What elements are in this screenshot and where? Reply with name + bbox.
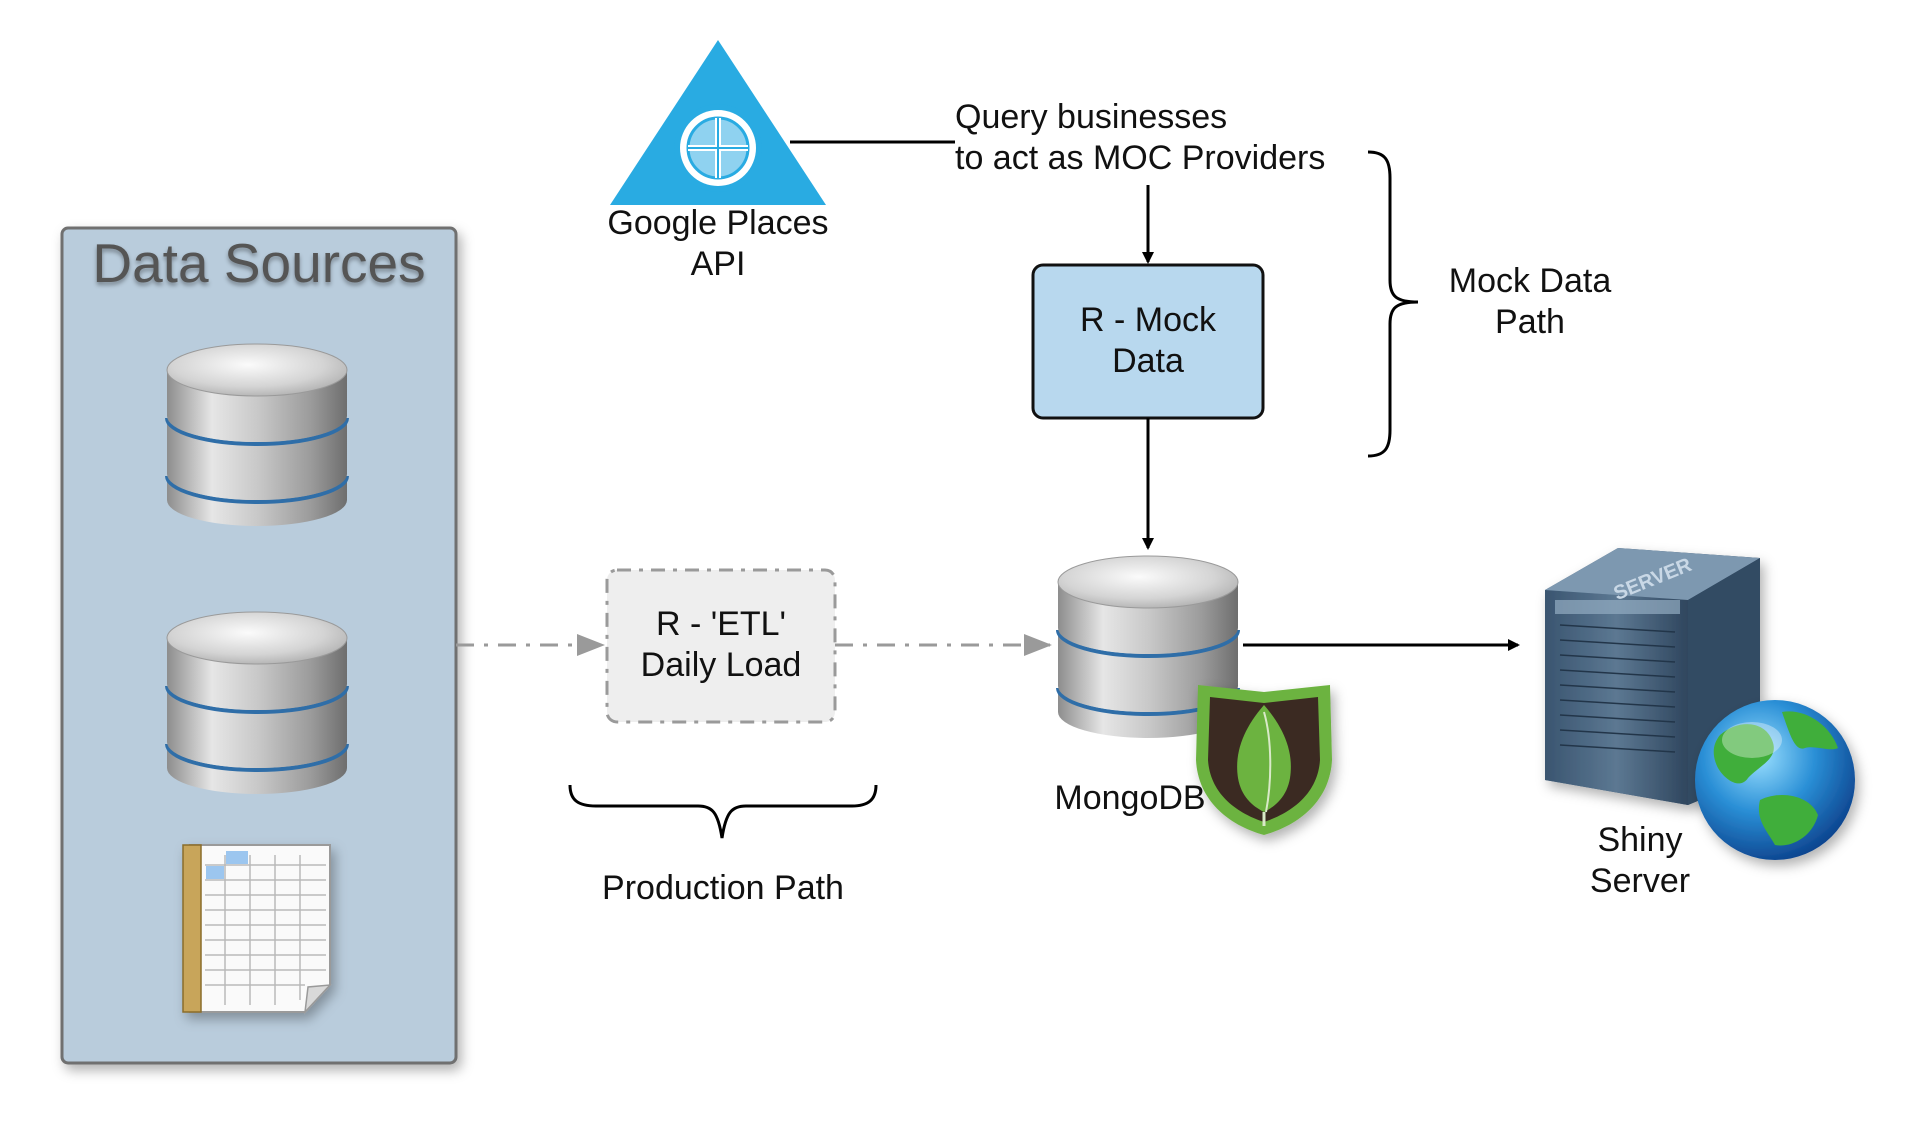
database-icon [165,342,349,528]
mongodb-leaf-icon [1196,685,1332,835]
mock-data-line2: Data [1112,342,1184,380]
database-icon [165,610,349,796]
server-icon [1545,548,1760,805]
etl-line2: Daily Load [640,646,802,684]
etl-box[interactable] [605,568,837,724]
globe-icon [1695,700,1855,860]
mock-data-path-line1: Mock Data [1448,262,1612,300]
mock-path-brace [1367,150,1419,458]
google-places-label: Google Places API [590,203,846,285]
google-places-icon [610,40,826,205]
production-path-label: Production Path [602,869,844,907]
production-path-brace [568,784,878,839]
shiny-server-line1: Shiny [1597,821,1683,859]
shiny-server-line2: Server [1589,862,1691,900]
mock-data-line1: R - Mock [1080,301,1216,339]
query-note-line2: to act as MOC Providers [955,139,1326,177]
query-note-line1: Query businesses [955,98,1228,136]
google-places-label-line2: API [690,245,746,283]
mock-data-box-label: R - Mock Data [1033,300,1263,382]
google-places-label-line1: Google Places [607,204,829,242]
etl-box-label: R - 'ETL' Daily Load [607,604,835,686]
etl-line1: R - 'ETL' [655,605,787,643]
shiny-server-label: Shiny Server [1560,820,1720,902]
query-note: Query businesses to act as MOC Providers [955,97,1355,179]
data-sources-title: Data Sources [92,232,426,294]
spreadsheet-icon [182,844,332,1015]
mock-data-path-label: Mock Data Path [1430,261,1630,343]
mongodb-label: MongoDB [1054,779,1206,817]
mock-data-path-line2: Path [1495,303,1565,341]
